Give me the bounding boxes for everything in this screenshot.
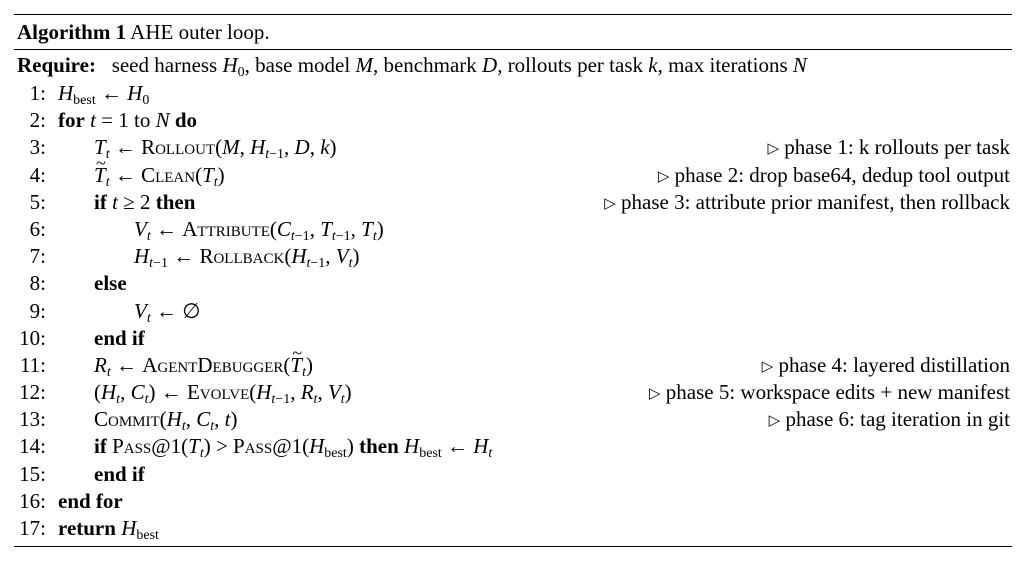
line-code: Commit(Ht, Ct, t)	[94, 407, 238, 435]
algo-line-17: 17: return Hbest	[14, 515, 1012, 543]
require-text: seed harness H0, base model M, benchmark…	[101, 53, 807, 80]
func-rollout: Rollout	[141, 135, 216, 160]
comment-triangle-icon: ▷	[657, 168, 670, 185]
line-code: Tt ← Rollout(M, Ht−1, D, k)	[94, 135, 337, 163]
line-number: 15:	[19, 461, 46, 486]
algo-line-3: 3: Tt ← Rollout(M, Ht−1, D, k) ▷ phase 1…	[14, 134, 1012, 162]
require-keyword: Require:	[17, 53, 96, 77]
keyword-if: if	[94, 434, 107, 459]
line-number: 5:	[29, 189, 46, 214]
algorithm-body: 1: Hbest ← H0 2: for t = 1 to N do 3: Tt…	[14, 80, 1012, 546]
func-commit: Commit	[94, 407, 160, 432]
func-evolve: Evolve	[186, 380, 250, 405]
algo-line-13: 13: Commit(Ht, Ct, t) ▷ phase 6: tag ite…	[14, 406, 1012, 434]
func-attribute: Attribute	[182, 216, 270, 241]
keyword-do: do	[174, 108, 198, 133]
line-number: 11:	[19, 352, 46, 377]
func-rollback: Rollback	[199, 244, 285, 269]
algo-line-10: 10: end if	[14, 325, 1012, 352]
line-number: 16:	[19, 488, 46, 513]
line-code: return Hbest	[58, 516, 159, 543]
require-line: Require: seed harness H0, base model M, …	[14, 50, 1012, 80]
line-code: Vt ← ∅	[134, 298, 201, 326]
keyword-then: then	[359, 434, 399, 459]
line-number: 17:	[19, 516, 46, 540]
algo-line-2: 2: for t = 1 to N do	[14, 107, 1012, 134]
line-number: 2:	[29, 108, 46, 133]
line-number: 12:	[19, 380, 46, 405]
line-code: Rt ← AgentDebugger(Tt)	[58, 340, 313, 386]
keyword-end-for: end for	[58, 488, 123, 513]
line-comment: ▷ phase 4: layered distillation	[761, 352, 1010, 377]
line-code: if Pass@1(Tt) > Pass@1(Hbest) then Hbest…	[94, 434, 493, 462]
algo-line-7: 7: Ht−1 ← Rollback(Ht−1, Vt)	[14, 243, 1012, 271]
algo-line-5: 5: if t ≥ 2 then ▷ phase 3: attribute pr…	[14, 189, 1012, 216]
line-comment: ▷ phase 1: k rollouts per task	[767, 135, 1010, 160]
func-pass1: Pass@1	[233, 434, 303, 459]
algo-line-16: 16: end for	[14, 488, 1012, 515]
line-number: 6:	[29, 216, 46, 241]
algo-line-1: 1: Hbest ← H0	[14, 80, 1012, 108]
line-comment: ▷ phase 3: attribute prior manifest, the…	[604, 189, 1010, 214]
algo-line-11: 11: Rt ← AgentDebugger(Tt) ▷ phase 4: la…	[14, 340, 1012, 380]
keyword-return: return	[58, 516, 116, 540]
algo-line-15: 15: end if	[14, 461, 1012, 488]
line-number: 9:	[29, 298, 46, 323]
algorithm-block: Algorithm 1 AHE outer loop. Require: see…	[14, 14, 1012, 548]
func-pass1: Pass@1	[112, 434, 182, 459]
line-number: 7:	[29, 244, 46, 269]
comment-triangle-icon: ▷	[768, 413, 781, 430]
comment-triangle-icon: ▷	[767, 141, 780, 158]
line-number: 10:	[19, 325, 46, 350]
algorithm-caption: Algorithm 1 AHE outer loop.	[14, 15, 1012, 49]
keyword-end-if: end if	[94, 325, 145, 350]
line-number: 3:	[29, 135, 46, 160]
keyword-then: then	[155, 189, 196, 214]
line-code: Tt ← Clean(Tt)	[58, 149, 225, 196]
algo-line-14: 14: if Pass@1(Tt) > Pass@1(Hbest) then H…	[14, 433, 1012, 461]
keyword-if: if	[94, 189, 107, 214]
line-number: 1:	[29, 81, 46, 105]
line-code: Hbest ← H0	[58, 81, 150, 108]
line-code: if t ≥ 2 then	[94, 189, 196, 214]
algorithm-label: Algorithm 1	[17, 20, 127, 44]
bottom-rule	[14, 546, 1012, 548]
line-comment: ▷ phase 6: tag iteration in git	[768, 407, 1010, 432]
top-rule	[14, 14, 1012, 15]
line-number: 14:	[19, 434, 46, 459]
algo-line-9: 9: Vt ← ∅	[14, 298, 1012, 326]
line-number: 13:	[19, 407, 46, 432]
caption-rule	[14, 49, 1012, 50]
keyword-for: for	[58, 108, 85, 133]
func-agent-debugger: AgentDebugger	[142, 352, 284, 377]
algo-line-4: 4: Tt ← Clean(Tt) ▷ phase 2: drop base64…	[14, 149, 1012, 189]
line-comment: ▷ phase 2: drop base64, dedup tool outpu…	[657, 162, 1010, 187]
func-clean: Clean	[141, 162, 196, 187]
keyword-else: else	[94, 271, 127, 296]
keyword-end-if: end if	[94, 461, 145, 486]
algorithm-title: AHE outer loop.	[130, 20, 270, 44]
algo-line-8: 8: else	[14, 270, 1012, 297]
line-comment: ▷ phase 5: workspace edits + new manifes…	[648, 380, 1010, 405]
algo-line-6: 6: Vt ← Attribute(Ct−1, Tt−1, Tt)	[14, 216, 1012, 244]
algo-line-12: 12: (Ht, Ct) ← Evolve(Ht−1, Rt, Vt) ▷ ph…	[14, 379, 1012, 407]
comment-triangle-icon: ▷	[604, 195, 616, 212]
keyword-to: to	[134, 108, 151, 133]
line-code: (Ht, Ct) ← Evolve(Ht−1, Rt, Vt)	[94, 380, 352, 408]
line-code: Vt ← Attribute(Ct−1, Tt−1, Tt)	[134, 216, 384, 244]
line-number: 4:	[29, 162, 46, 187]
comment-triangle-icon: ▷	[648, 386, 661, 403]
line-number: 8:	[29, 271, 46, 296]
line-code: Ht−1 ← Rollback(Ht−1, Vt)	[134, 244, 360, 272]
line-code: for t = 1 to N do	[58, 108, 198, 133]
comment-triangle-icon: ▷	[761, 358, 774, 375]
